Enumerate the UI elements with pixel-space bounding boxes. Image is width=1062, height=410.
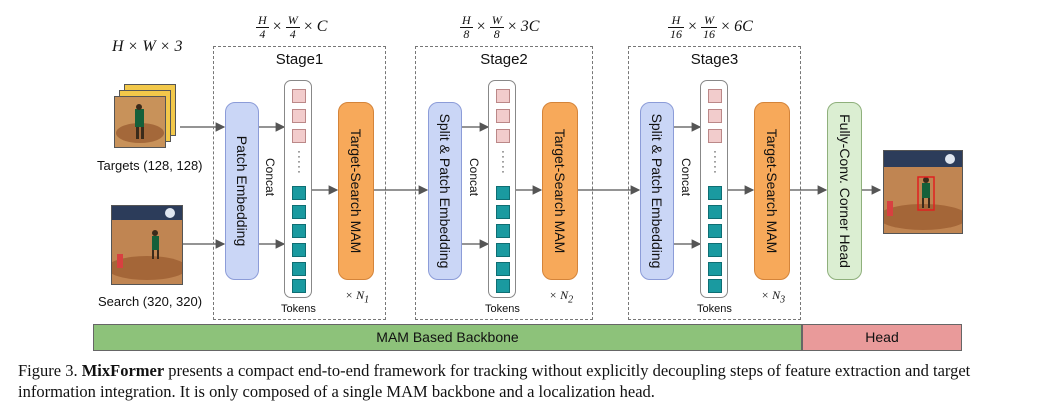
stage1-tokens-label: Tokens — [281, 303, 316, 315]
stage2-token-column: ····· — [488, 80, 516, 298]
figure-caption: Figure 3. MixFormer presents a compact e… — [18, 361, 971, 401]
stage2-concat-label: Concat — [467, 158, 481, 197]
stage1-title: Stage1 — [275, 51, 324, 68]
stage2-tokens-label: Tokens — [485, 303, 520, 315]
stage3-title: Stage3 — [690, 51, 739, 68]
stage2-mam: Target-Search MAM — [542, 102, 578, 280]
stage1-patch-embedding: Patch Embedding — [225, 102, 259, 280]
stage3-token-column: ····· — [700, 80, 728, 298]
search-image — [111, 205, 183, 285]
stage3-tokens-label: Tokens — [697, 303, 732, 315]
stage1-n-label: × N1 — [345, 288, 370, 306]
stage1-mam: Target-Search MAM — [338, 102, 374, 280]
targets-label: Targets (128, 128) — [97, 158, 203, 173]
head-bar: Head — [802, 324, 962, 351]
stage1-box: Stage1 — [213, 46, 386, 320]
stage1-concat-label: Concat — [263, 158, 277, 197]
backbone-bar: MAM Based Backbone — [93, 324, 802, 351]
stage2-split-patch-embedding: Split & Patch Embedding — [428, 102, 462, 280]
input-dimension: H × W × 3 — [112, 38, 183, 55]
stage3-mam: Target-Search MAM — [754, 102, 790, 280]
stage2-n-label: × N2 — [549, 288, 574, 306]
stage2-title: Stage2 — [480, 51, 528, 68]
stage3-box: Stage3 — [628, 46, 801, 320]
corner-head-block: Fully-Conv. Corner Head — [827, 102, 862, 280]
stage2-box: Stage2 — [415, 46, 593, 320]
stage3-split-patch-embedding: Split & Patch Embedding — [640, 102, 674, 280]
search-label: Search (320, 320) — [98, 294, 203, 309]
stage3-n-label: × N3 — [761, 288, 786, 306]
stage1-token-column: ····· — [284, 80, 312, 298]
stage3-concat-label: Concat — [679, 158, 693, 197]
output-image — [883, 150, 963, 234]
